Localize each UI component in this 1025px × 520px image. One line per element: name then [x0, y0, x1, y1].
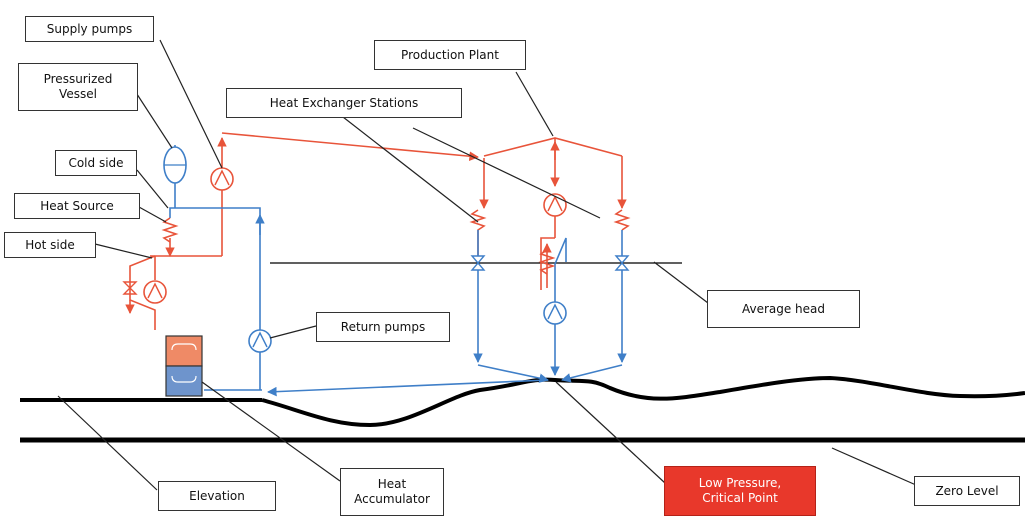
heat-source-coil: [161, 217, 179, 243]
terrain-profile: [261, 375, 1025, 428]
label-low-pressure-critical-point: Low Pressure, Critical Point: [664, 466, 816, 516]
return-pump: [248, 329, 272, 353]
label-production-plant: Production Plant: [374, 40, 526, 70]
heat-accumulator-tank: [165, 335, 203, 397]
label-return-pumps: Return pumps: [316, 312, 450, 342]
label-hot-side: Hot side: [4, 232, 96, 258]
label-supply-pumps: Supply pumps: [25, 16, 154, 42]
station-3-valve: [614, 255, 630, 271]
supply-network: [125, 132, 627, 330]
label-heat-accumulator: Heat Accumulator: [340, 468, 444, 516]
plant-return-pump: [543, 301, 567, 325]
label-average-head: Average head: [707, 290, 860, 328]
plant-supply-pump: [543, 193, 567, 217]
label-cold-side: Cold side: [55, 150, 137, 176]
pressurized-vessel: [163, 146, 187, 184]
label-heat-exchanger-stations: Heat Exchanger Stations: [226, 88, 462, 118]
leader-lines: [57, 39, 917, 491]
plant-heater-coil: [538, 249, 556, 275]
label-pressurized-vessel: Pressurized Vessel: [18, 63, 138, 111]
station-1-valve: [470, 255, 486, 271]
label-heat-source: Heat Source: [14, 193, 140, 219]
hot-side-pump: [143, 280, 167, 304]
station-3-coil: [613, 209, 631, 231]
label-zero-level: Zero Level: [914, 476, 1020, 506]
supply-pump: [210, 167, 234, 191]
hot-side-valve: [122, 281, 138, 295]
label-elevation: Elevation: [158, 481, 276, 511]
